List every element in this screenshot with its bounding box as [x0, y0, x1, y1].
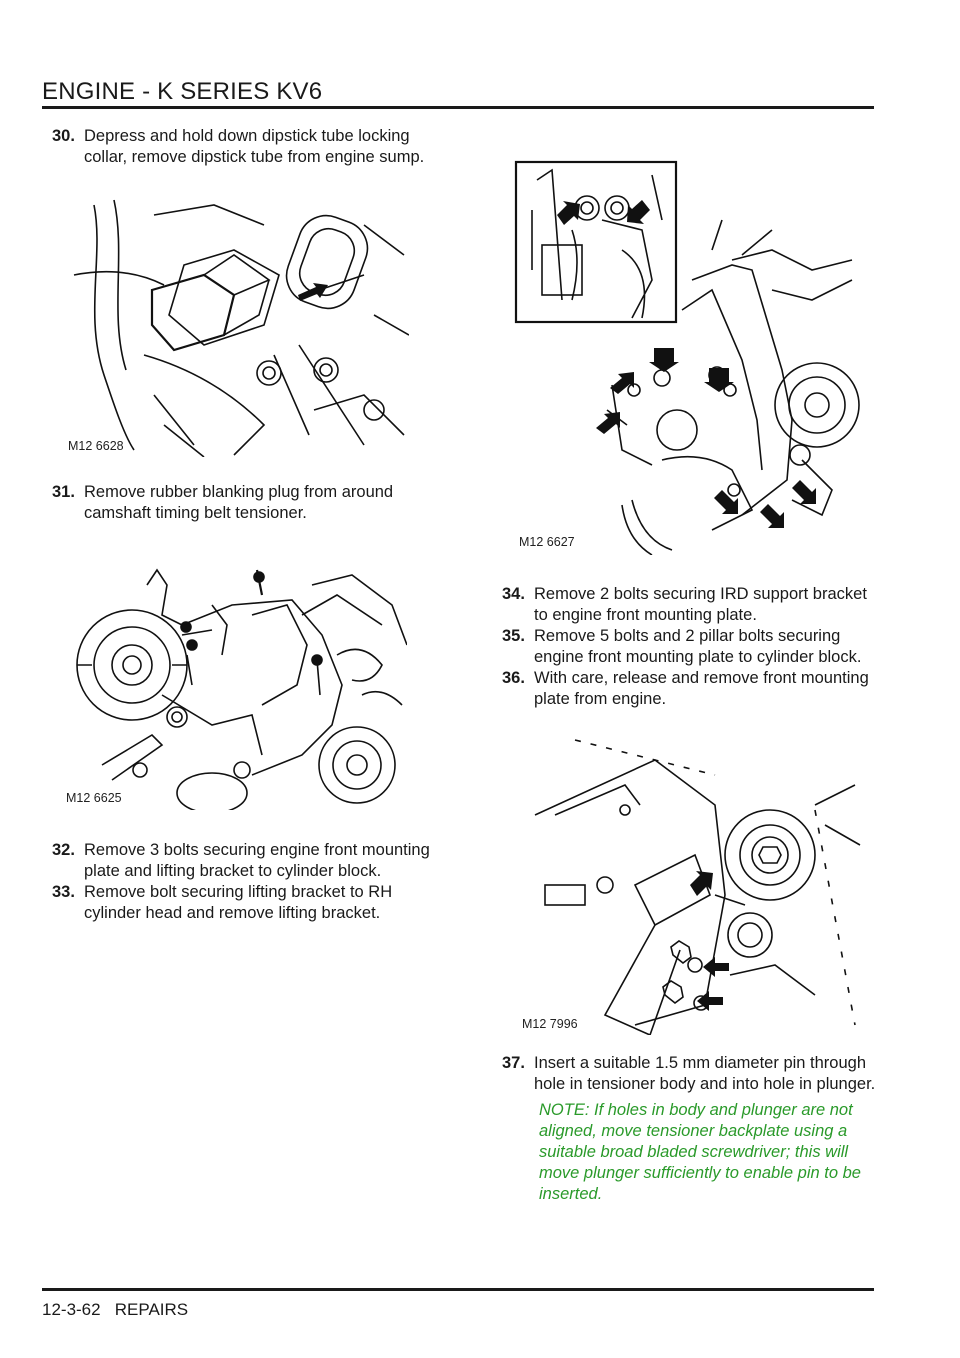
step-number: 32. — [52, 841, 75, 859]
step-text: With care, release and remove front moun… — [534, 669, 869, 708]
step-text: Insert a suitable 1.5 mm diameter pin th… — [534, 1054, 876, 1093]
figure-label: M12 6625 — [64, 791, 124, 805]
step-35: 35. Remove 5 bolts and 2 pillar bolts se… — [502, 626, 877, 668]
figure-tensioner: M12 7996 — [515, 735, 865, 1035]
step-text: Remove 2 bolts securing IRD support brac… — [534, 585, 867, 624]
step-number: 37. — [502, 1054, 525, 1072]
figure-bolt-locations: M12 6627 — [512, 160, 862, 555]
step-34: 34. Remove 2 bolts securing IRD support … — [502, 584, 877, 626]
step-text: Remove 3 bolts securing engine front mou… — [84, 841, 430, 880]
page-footer: 12-3-62 REPAIRS — [42, 1300, 189, 1319]
step-number: 33. — [52, 883, 75, 901]
step-text: Depress and hold down dipstick tube lock… — [84, 127, 425, 166]
step-36: 36. With care, release and remove front … — [502, 668, 877, 710]
step-30: 30. Depress and hold down dipstick tube … — [52, 126, 432, 168]
step-number: 34. — [502, 585, 525, 603]
figure-label: M12 6628 — [66, 439, 126, 453]
page-header-title: ENGINE - K SERIES KV6 — [42, 78, 323, 105]
note-text: NOTE: If holes in body and plunger are n… — [539, 1101, 861, 1203]
footer-rule — [42, 1288, 874, 1291]
step-31: 31. Remove rubber blanking plug from aro… — [52, 482, 432, 524]
step-text: Remove rubber blanking plug from around … — [84, 483, 394, 522]
step-number: 31. — [52, 483, 75, 501]
step-33: 33. Remove bolt securing lifting bracket… — [52, 882, 432, 924]
step-text: Remove bolt securing lifting bracket to … — [84, 883, 393, 922]
step-32: 32. Remove 3 bolts securing engine front… — [52, 840, 432, 882]
figure-front-mounting-plate: M12 6625 — [62, 565, 407, 810]
step-text: Remove 5 bolts and 2 pillar bolts securi… — [534, 627, 862, 666]
step-number: 36. — [502, 669, 525, 687]
figure-label: M12 6627 — [517, 535, 577, 549]
figure-dipstick-tube: M12 6628 — [64, 195, 409, 457]
step-37: 37. Insert a suitable 1.5 mm diameter pi… — [502, 1053, 877, 1095]
figure-label: M12 7996 — [520, 1017, 580, 1031]
step-number: 35. — [502, 627, 525, 645]
header-rule — [42, 106, 874, 109]
step-number: 30. — [52, 127, 75, 145]
